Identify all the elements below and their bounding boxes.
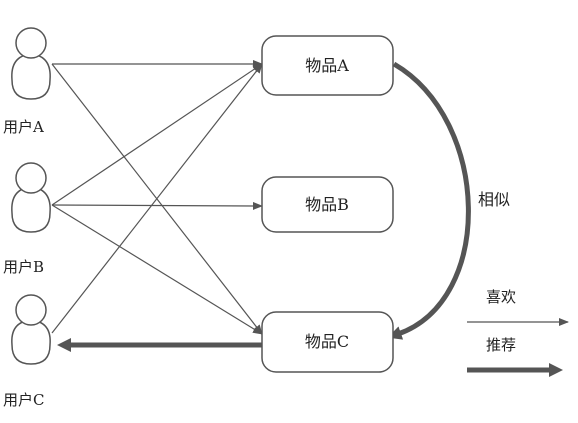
similarity-label: 相似 [478, 190, 510, 209]
user-c-label: 用户C [3, 391, 44, 409]
user-a-label: 用户A [3, 118, 44, 136]
like-edge-user-b-item-b [51, 201, 263, 210]
legend-recommend-label: 推荐 [486, 336, 516, 354]
legend-like-label: 喜欢 [486, 288, 516, 306]
item-a-label: 物品A [305, 56, 349, 75]
like-edge-user-c-item-a [51, 63, 263, 334]
item-c-label: 物品C [305, 332, 349, 351]
item-a-box [261, 35, 394, 96]
item-c-box [261, 311, 394, 373]
legend: 喜欢 推荐 [467, 288, 569, 377]
user-a-node: 用户A [3, 27, 51, 136]
like-edge-user-b-item-c [51, 204, 263, 335]
item-b-node: 物品B [261, 176, 394, 233]
like-edges [51, 60, 263, 335]
user-b-node: 用户B [3, 162, 51, 276]
similarity-arc [387, 61, 471, 340]
user-a-icon [11, 27, 51, 100]
item-a-node: 物品A [261, 35, 394, 96]
item-b-label: 物品B [305, 195, 349, 214]
user-c-node: 用户C [3, 294, 51, 409]
user-c-icon [11, 294, 51, 365]
user-b-icon [11, 162, 51, 233]
like-edge-user-b-item-a [51, 63, 263, 206]
item-b-box [261, 176, 394, 233]
user-b-label: 用户B [3, 258, 44, 276]
item-c-node: 物品C [261, 311, 394, 373]
